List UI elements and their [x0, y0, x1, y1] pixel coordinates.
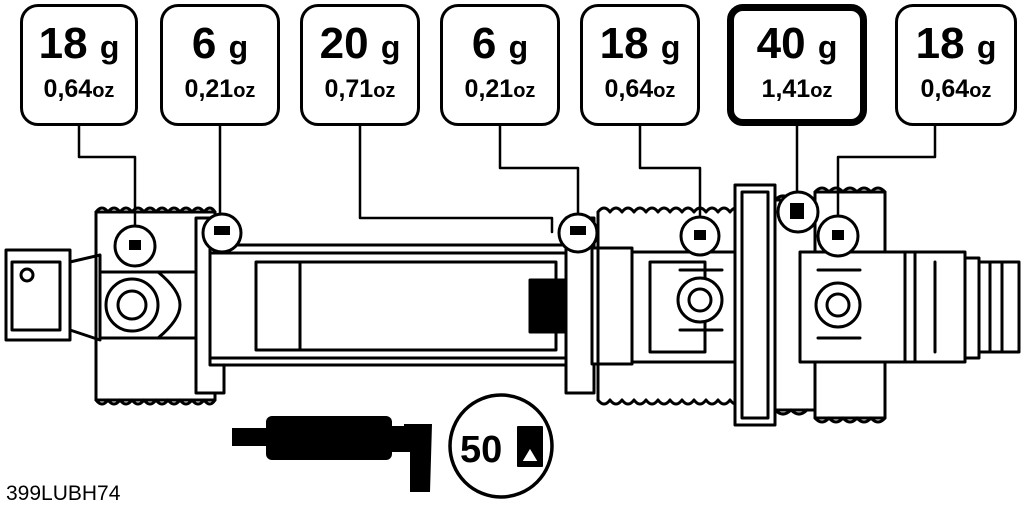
implement-shaft: [903, 250, 1021, 364]
ounces: 0,21oz: [464, 75, 536, 103]
grams: 6 g: [191, 19, 249, 68]
ounces: 0,21oz: [184, 75, 256, 103]
grease-nipples: [129, 203, 844, 250]
clutch-housing: [733, 183, 887, 427]
hourglass-icon: [517, 426, 543, 467]
grease-box-6-highlighted: 40 g 1,41oz: [727, 4, 867, 126]
grease-box-1: 18 g 0,64oz: [20, 4, 138, 126]
reference-code: 399LUBH74: [6, 482, 121, 505]
right-yoke: [798, 250, 907, 364]
grease-box-5: 18 g 0,64oz: [580, 4, 700, 126]
grams: 40 g: [756, 19, 838, 68]
grease-box-4: 6 g 0,21oz: [440, 4, 560, 126]
grease-box-7: 18 g 0,64oz: [895, 4, 1017, 126]
ounces: 1,41oz: [761, 75, 833, 103]
grams: 18 g: [38, 19, 120, 68]
middle-yoke: [630, 250, 742, 364]
grams: 18 g: [599, 19, 681, 68]
outer-tube: [208, 243, 572, 367]
left-yoke: [4, 248, 197, 342]
leader-lines: [77, 124, 937, 234]
grease-box-2: 6 g 0,21oz: [160, 4, 280, 126]
grams: 18 g: [915, 19, 997, 68]
grease-box-3: 20 g 0,71oz: [300, 4, 420, 126]
interval-value: 50: [460, 429, 502, 471]
ounces: 0,64oz: [920, 75, 992, 103]
ounces: 0,64oz: [604, 75, 676, 103]
interval-symbol: [448, 393, 554, 499]
grams: 20 g: [319, 19, 401, 68]
ounces: 0,64oz: [43, 75, 115, 103]
ounces: 0,71oz: [324, 75, 396, 103]
grams: 6 g: [471, 19, 529, 68]
grease-gun-icon: [232, 416, 432, 492]
